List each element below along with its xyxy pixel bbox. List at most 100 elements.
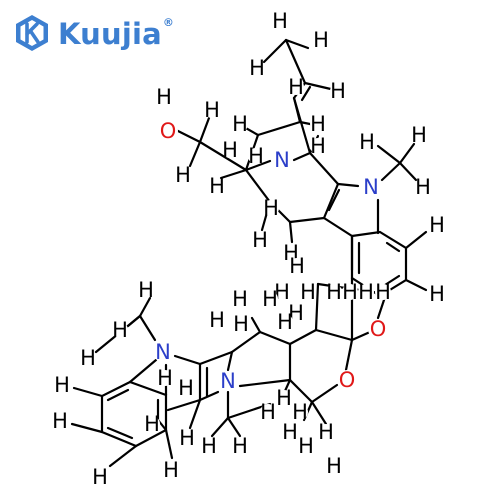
bond: [172, 127, 202, 144]
atom-label-background: [429, 217, 445, 233]
atom-label-background: [248, 148, 264, 164]
atom-label-background: [156, 89, 172, 105]
atom-label-background: [298, 438, 314, 454]
bond: [376, 144, 402, 165]
atom-label-background: [262, 291, 278, 307]
atom-label-h: H: [179, 426, 195, 450]
atom-label-h: H: [359, 130, 375, 154]
bond: [198, 140, 248, 172]
bond: [198, 350, 234, 366]
atom-label-h: H: [232, 112, 248, 136]
bond: [166, 398, 202, 412]
atom-label-background: [92, 469, 108, 485]
atom-label-background: [288, 79, 304, 95]
atom-label-h: H: [276, 386, 292, 410]
atom-label-background: [158, 121, 178, 141]
atom-label-h: H: [313, 28, 329, 52]
bond: [250, 316, 262, 334]
atom-label-background: [209, 312, 225, 328]
atom-label-background: [375, 284, 391, 300]
atom-label-background: [326, 284, 342, 300]
bond: [380, 161, 402, 182]
bond: [244, 159, 272, 172]
atom-label-background: [361, 177, 381, 197]
registered-trademark: ®: [162, 15, 175, 29]
bond: [256, 120, 302, 137]
bond: [198, 116, 211, 144]
atom-label-background: [112, 322, 128, 338]
atom-label-background: [138, 282, 154, 298]
atom-label-background: [209, 178, 225, 194]
atom-label-n: N: [274, 148, 290, 172]
atom-label-h: H: [429, 282, 445, 306]
atom-label-background: [288, 305, 304, 321]
atom-label-h: H: [222, 138, 238, 162]
bond: [292, 151, 312, 162]
atom-label-h: H: [156, 85, 172, 109]
bond: [230, 330, 262, 354]
atom-label-background: [260, 404, 276, 420]
bond: [106, 388, 130, 402]
bond: [322, 216, 354, 238]
bond: [300, 85, 312, 102]
atom-label-h: H: [80, 346, 96, 370]
atom-label-background: [429, 286, 445, 302]
kuujia-logo[interactable]: Kuujia®: [12, 10, 174, 56]
atom-label-background: [318, 424, 334, 440]
bond: [72, 386, 104, 398]
atom-label-h: H: [300, 280, 316, 304]
atom-label-background: [249, 60, 265, 76]
atom-label-h: H: [144, 412, 160, 436]
atom-label-background: [276, 390, 292, 406]
atom-label-background: [178, 380, 194, 396]
bond: [258, 330, 292, 346]
atom-label-h: H: [232, 287, 248, 311]
atom-label-h: H: [274, 280, 290, 304]
atom-label-background: [310, 138, 326, 154]
atom-label-background: [263, 200, 279, 216]
atom-label-h: H: [204, 98, 220, 122]
atom-label-background: [272, 13, 288, 29]
atom-label-h: H: [411, 123, 427, 147]
bond: [404, 230, 428, 250]
atom-label-h: H: [232, 434, 248, 458]
bond: [138, 296, 152, 318]
bond: [244, 168, 272, 204]
atom-label-background: [283, 245, 299, 261]
atom-label-n: N: [155, 340, 171, 364]
atom-label-h: H: [209, 308, 225, 332]
atom-label-background: [232, 291, 248, 307]
atom-label-background: [411, 127, 427, 143]
atom-label-h: H: [429, 213, 445, 237]
bond: [138, 314, 157, 342]
atom-label-background: [179, 430, 195, 446]
atom-label-h: H: [178, 376, 194, 400]
bond: [226, 416, 242, 438]
atom-label-h: H: [298, 434, 314, 458]
bond: [303, 81, 337, 92]
atom-label-background: [157, 370, 173, 386]
atom-label-h: H: [138, 278, 154, 302]
atom-label-h: H: [358, 280, 374, 304]
bond: [344, 338, 354, 372]
bond: [398, 142, 416, 165]
atom-label-h: H: [201, 434, 217, 458]
atom-label-background: [282, 424, 298, 440]
bond: [210, 416, 230, 438]
atom-label-background: [277, 314, 293, 330]
atom-label-n: N: [363, 175, 379, 199]
atom-label-h: H: [326, 280, 342, 304]
atom-label-h: H: [249, 56, 265, 80]
atom-label-h: H: [292, 400, 308, 424]
bond: [385, 241, 401, 253]
bond: [292, 96, 312, 155]
bond: [288, 378, 314, 404]
atom-label-h: H: [112, 318, 128, 342]
atom-label-h: H: [272, 9, 288, 33]
atom-label-h: H: [92, 465, 108, 489]
bond: [173, 354, 202, 366]
brand-name: Kuujia®: [58, 16, 174, 51]
atom-label-background: [201, 438, 217, 454]
atom-label-h: H: [310, 134, 326, 158]
